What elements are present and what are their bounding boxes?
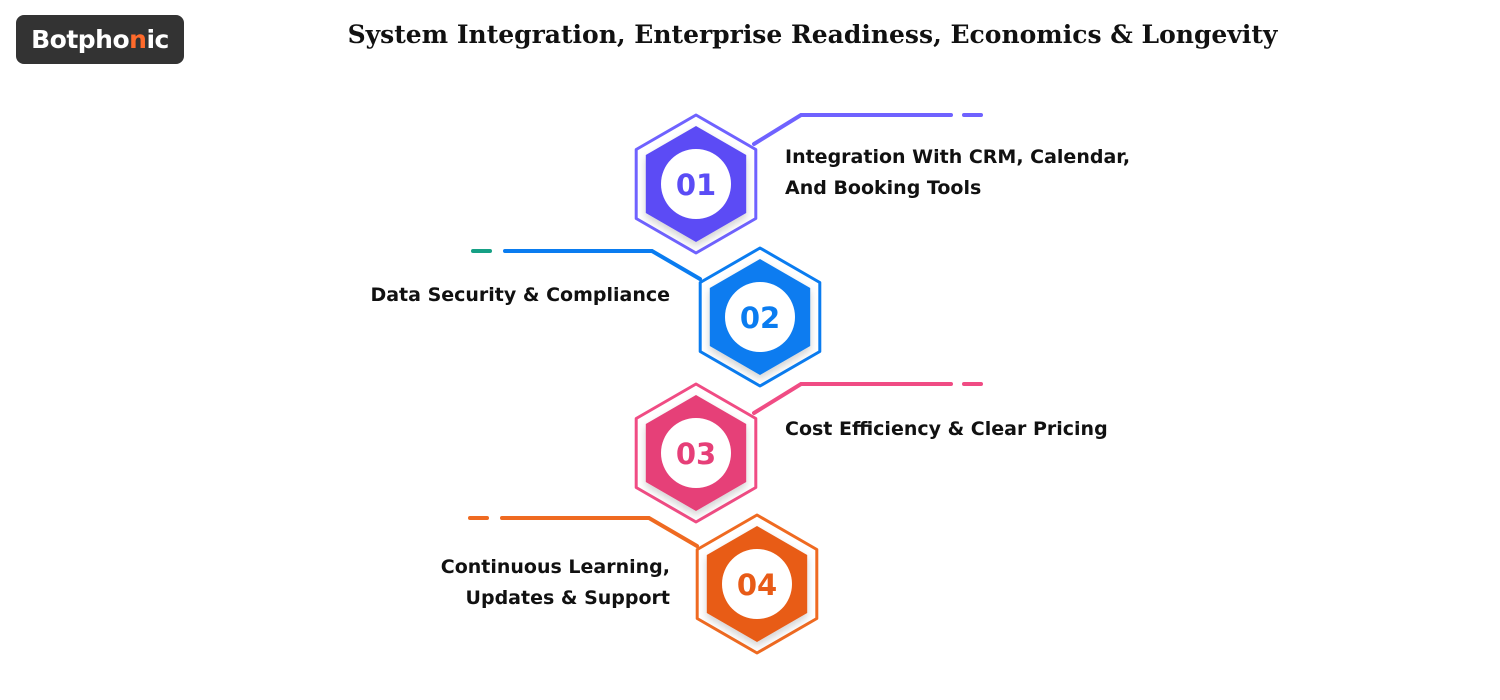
step-04-connector bbox=[468, 516, 699, 548]
step-01-number: 01 bbox=[676, 168, 716, 202]
step-03-connector bbox=[752, 382, 983, 415]
page-title: System Integration, Enterprise Readiness… bbox=[347, 20, 1278, 49]
step-03-badge bbox=[661, 418, 731, 488]
step-01-badge bbox=[661, 149, 731, 219]
step-04-badge bbox=[722, 549, 792, 619]
step-04-number: 04 bbox=[737, 568, 777, 602]
step-02-label: Data Security & Compliance bbox=[370, 284, 670, 306]
step-02-badge bbox=[725, 282, 795, 352]
step-03-hexagon: 03 bbox=[634, 382, 758, 524]
step-01-hexagon: 01 bbox=[634, 113, 758, 255]
step-02-hexagon: 02 bbox=[698, 246, 822, 388]
step-03-label: Cost Efficiency & Clear Pricing bbox=[785, 418, 1108, 440]
step-04-hexagon: 04 bbox=[695, 513, 819, 655]
step-01-label: Integration With CRM, Calendar,And Booki… bbox=[785, 146, 1131, 199]
step-01-connector bbox=[752, 113, 983, 146]
step-04-label: Continuous Learning,Updates & Support bbox=[440, 556, 670, 609]
step-02-connector bbox=[471, 249, 702, 281]
step-02-number: 02 bbox=[740, 301, 780, 335]
step-03-number: 03 bbox=[676, 437, 716, 471]
botphonic-logo: Botphonic bbox=[16, 15, 184, 64]
